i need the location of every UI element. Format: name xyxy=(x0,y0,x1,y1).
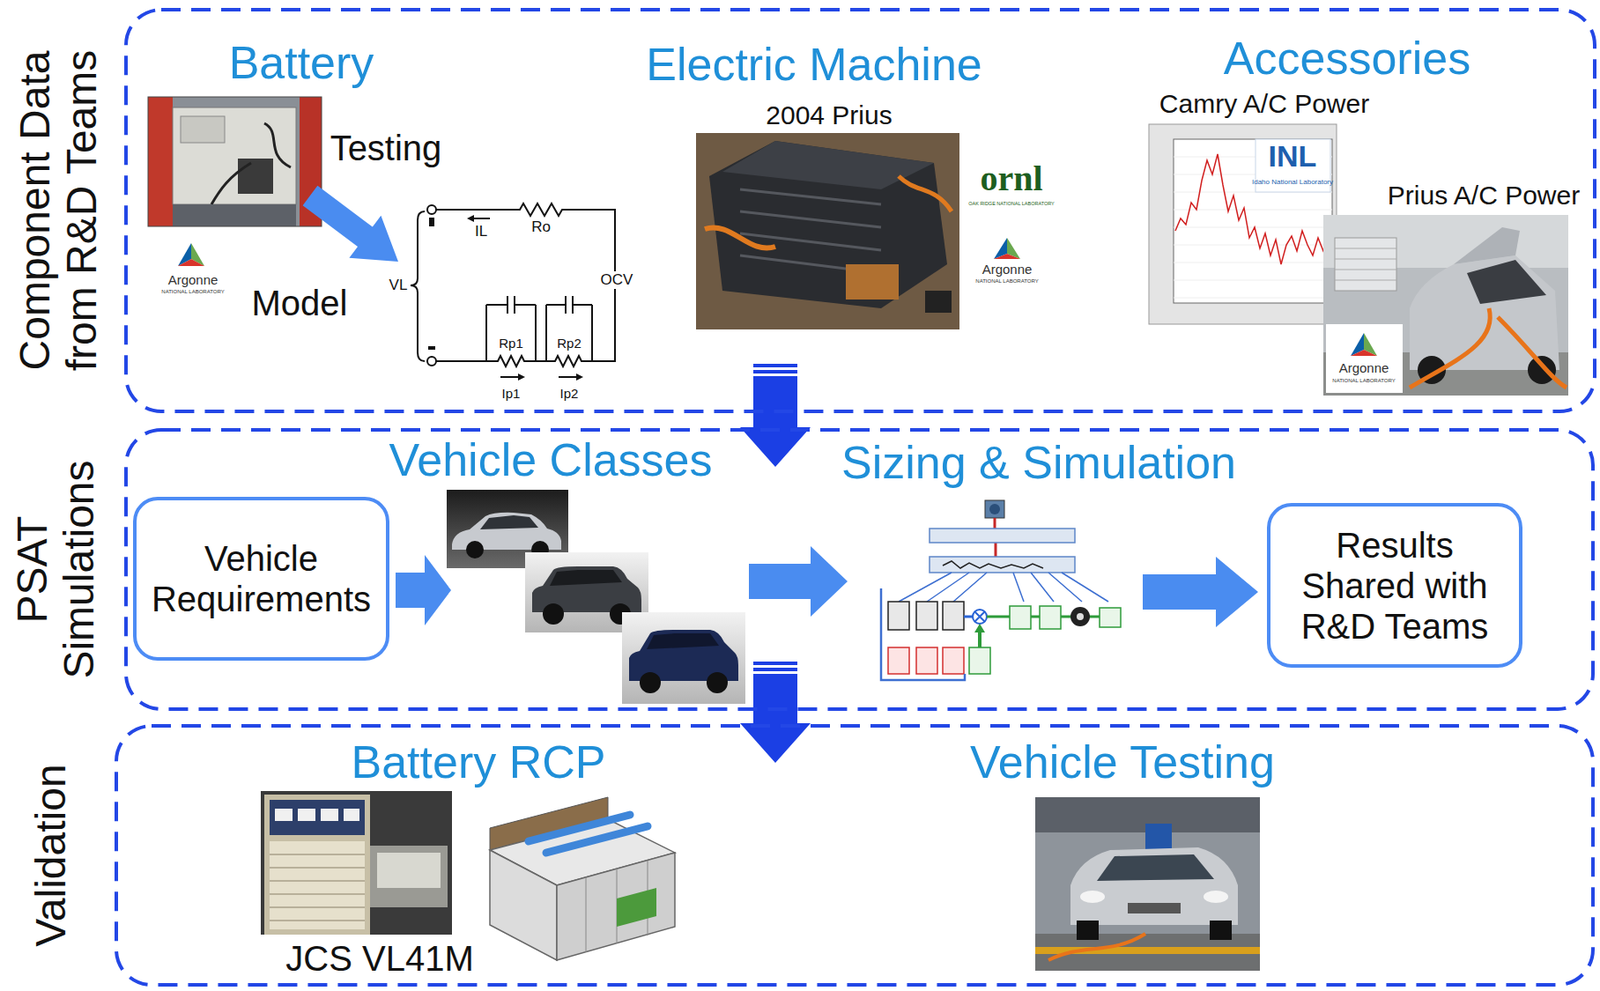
battery-tester-photo xyxy=(148,96,322,227)
power-source-photo xyxy=(260,791,452,935)
process-box: Results Shared with R&D Teams xyxy=(1266,503,1523,668)
logo-subtext: NATIONAL LABORATORY xyxy=(1332,377,1395,385)
logo-subtext: OAK RIDGE NATIONAL LABORATORY xyxy=(968,200,1055,207)
band-outline xyxy=(125,429,1593,710)
step-label: Model xyxy=(251,282,349,324)
signal-name: Ip1 xyxy=(502,385,521,401)
section-heading: Accessories xyxy=(1223,32,1471,86)
process-box: Vehicle Requirements xyxy=(133,496,390,661)
band-title: Component Data from R&D Teams xyxy=(12,7,106,414)
block-arrow xyxy=(395,555,452,626)
band-outline xyxy=(125,9,1595,412)
band-title: Validation xyxy=(28,724,75,987)
signal-name: OCV xyxy=(599,271,636,289)
section-band: PSAT Simulations Vehicle Requirements Resu… xyxy=(3,428,1595,712)
component-name: Rp2 xyxy=(556,335,582,351)
suv-photo xyxy=(622,612,746,704)
section-heading: Battery xyxy=(229,37,375,90)
logo-text: Argonne xyxy=(168,272,219,288)
box-text: Vehicle Requirements xyxy=(147,538,376,620)
signal-name: IL xyxy=(474,222,488,241)
band-heading: Validation xyxy=(28,724,75,987)
logo-text: Argonne xyxy=(1339,360,1390,376)
box-text: Results Shared with R&D Teams xyxy=(1281,525,1509,647)
logo-subtext: Idaho National Laboratory xyxy=(1251,177,1334,186)
block-arrow xyxy=(748,546,848,617)
circuit-model xyxy=(410,203,615,381)
section-heading: Vehicle Testing xyxy=(970,736,1275,790)
band-heading: PSAT Simulations xyxy=(9,428,104,712)
component-name: Rp1 xyxy=(498,335,524,351)
section-heading: Electric Machine xyxy=(645,38,982,92)
prius-ac-photo xyxy=(1323,214,1569,396)
block-arrow xyxy=(294,174,415,283)
flow-arrow xyxy=(740,363,811,467)
section-band: Validation xyxy=(3,724,1595,987)
logo-subtext: NATIONAL LABORATORY xyxy=(161,288,224,296)
power-graph xyxy=(1148,124,1337,325)
photo-caption: JCS VL41M xyxy=(285,938,474,979)
step-label: Testing xyxy=(330,127,443,169)
simulation-model xyxy=(881,500,1121,681)
argonne-logo xyxy=(177,243,205,267)
logo-text: ornl xyxy=(979,158,1043,200)
signal-name: Ip2 xyxy=(560,385,579,401)
battery-rcp-drawing xyxy=(489,797,675,961)
electric-machine-photo xyxy=(696,133,960,330)
component-name: Ro xyxy=(531,218,551,237)
band-outline xyxy=(116,725,1593,986)
logo-text: INL xyxy=(1268,139,1318,174)
logo-text: Argonne xyxy=(982,261,1033,277)
signal-name: VL xyxy=(389,276,408,295)
argonne-logo xyxy=(993,237,1021,260)
photo-caption: 2004 Prius xyxy=(765,100,892,132)
section-heading: Sizing & Simulation xyxy=(841,437,1237,490)
photo-caption: Camry A/C Power xyxy=(1159,88,1370,120)
section-heading: Battery RCP xyxy=(351,736,607,790)
photo-caption: Prius A/C Power xyxy=(1387,180,1580,212)
block-arrow xyxy=(1142,556,1259,628)
logo-subtext: NATIONAL LABORATORY xyxy=(975,278,1038,285)
vehicle-testing-photo xyxy=(1035,797,1260,971)
band-heading: Component Data from R&D Teams xyxy=(12,7,106,414)
band-title: PSAT Simulations xyxy=(9,428,104,712)
flow-arrow xyxy=(740,661,811,763)
section-heading: Vehicle Classes xyxy=(388,434,712,488)
